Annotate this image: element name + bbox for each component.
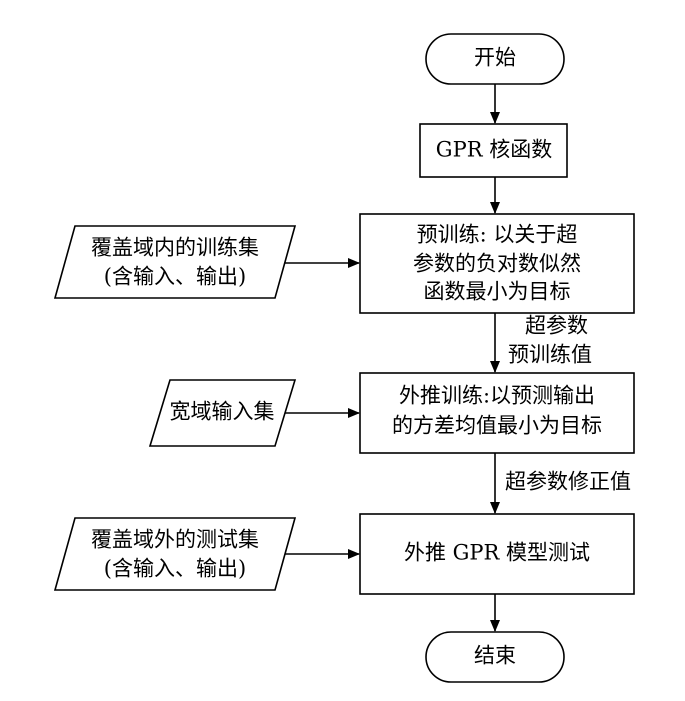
test-set-label-line-1: 覆盖域外的测试集 [91,528,259,552]
model-test-node: 外推 GPR 模型测试 [359,513,635,595]
wide-input-set-label: 宽域输入集 [170,400,275,424]
model-test-label: 外推 GPR 模型测试 [404,541,590,565]
correction-value-label: 超参数修正值 [505,470,631,494]
start-label: 开始 [474,46,516,70]
gpr-kernel-label: GPR 核函数 [436,138,552,162]
end-label: 结束 [474,644,516,668]
training-set-input: 覆盖域内的训练集 (含输入、输出) [53,225,297,299]
pretrain-label-line-1: 预训练: 以关于超 [417,223,578,247]
pretrain-label-line-2: 参数的负对数似然 [413,252,581,276]
extrapolation-training-label-line-2: 的方差均值最小为目标 [392,414,602,438]
extrapolation-training-label-line-1: 外推训练:以预测输出 [399,384,595,408]
wide-input-set: 宽域输入集 [148,379,297,447]
training-set-label-line-2: (含输入、输出) [104,265,246,289]
pretrain-value-label-line-2: 预训练值 [508,343,592,367]
pretrain-value-label-line-1: 超参数 [525,314,588,338]
gpr-kernel-node: GPR 核函数 [419,123,568,178]
pretrain-label-line-3: 函数最小为目标 [424,280,571,304]
test-set-input: 覆盖域外的测试集 (含输入、输出) [53,517,297,591]
test-set-label-line-2: (含输入、输出) [104,557,246,581]
end-node: 结束 [425,631,565,683]
start-node: 开始 [425,33,565,85]
extrapolation-training-node: 外推训练:以预测输出 的方差均值最小为目标 [359,372,635,454]
pretrain-node: 预训练: 以关于超 参数的负对数似然 函数最小为目标 [359,213,635,314]
training-set-label-line-1: 覆盖域内的训练集 [91,236,259,260]
